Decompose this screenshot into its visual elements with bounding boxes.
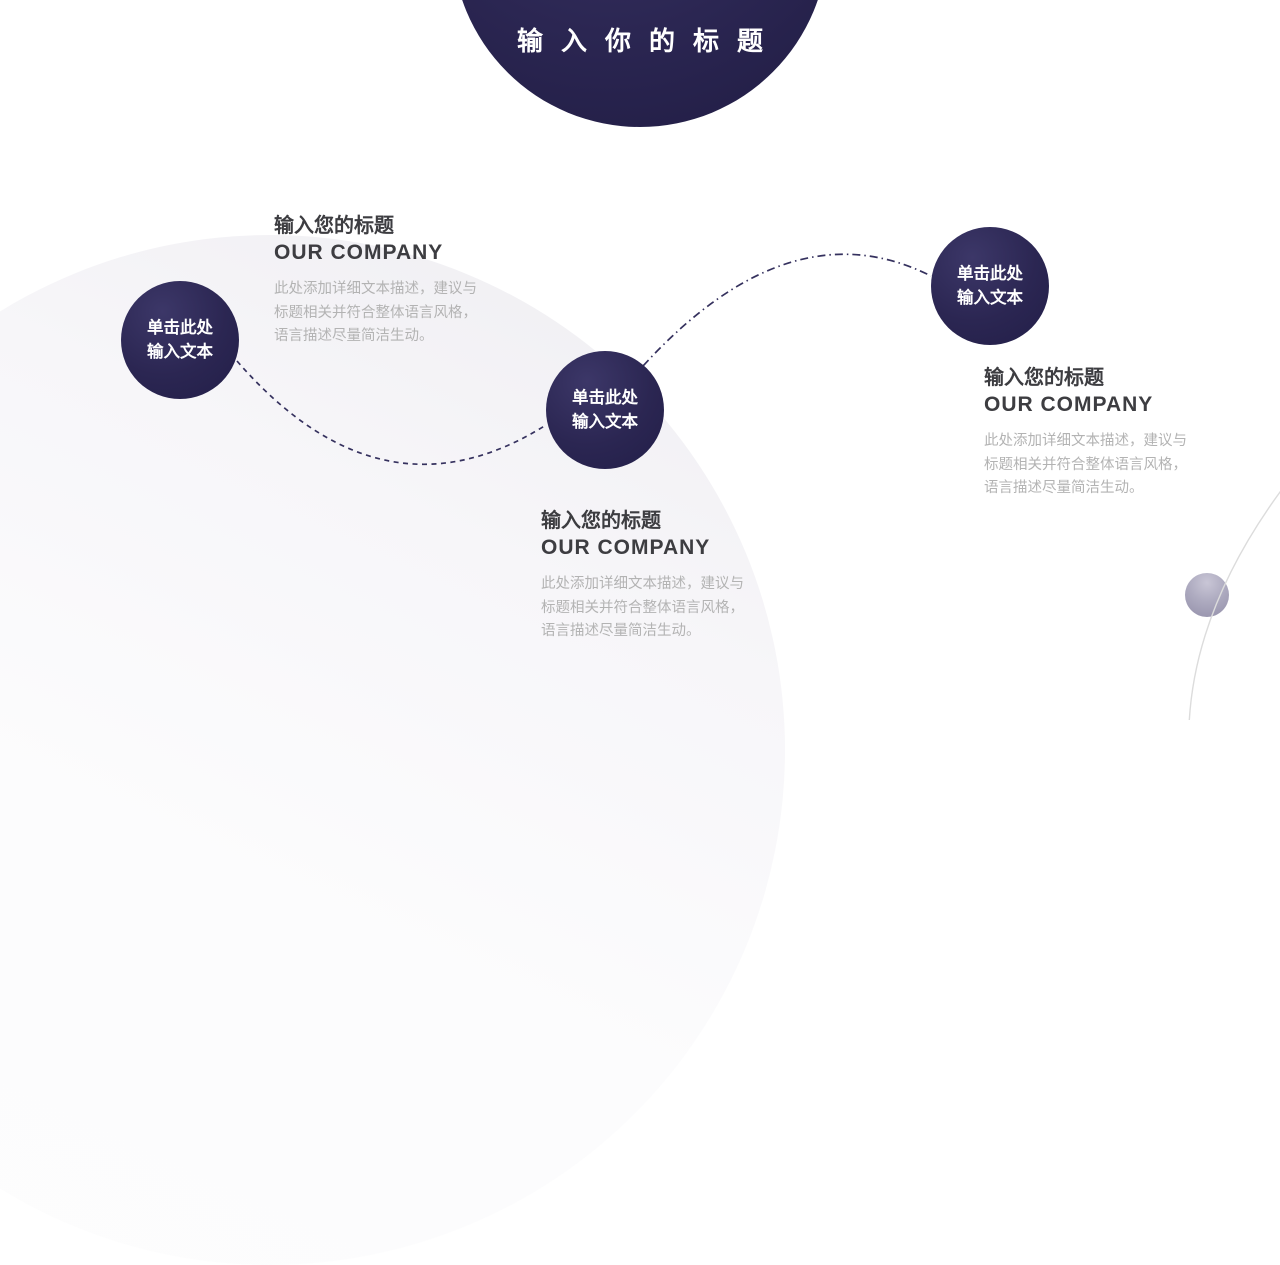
text-section-3[interactable]: 输入您的标题 OUR COMPANY 此处添加详细文本描述，建议与 标题相关并符… [984,365,1234,501]
slide-title[interactable]: 输入你的标题 [516,26,781,56]
section-1-heading-cn: 输入您的标题 [274,215,394,237]
section-2-body-line1: 此处添加详细文本描述，建议与 [541,576,744,592]
title-dome-shape [452,0,828,127]
section-1-body: 此处添加详细文本描述，建议与 标题相关并符合整体语言风格， 语言描述尽量简洁生动… [274,278,524,349]
node-2-label-line2: 输入文本 [572,413,638,431]
section-3-heading-en: OUR COMPANY [984,393,1154,416]
section-3-body-line1: 此处添加详细文本描述，建议与 [984,433,1187,449]
section-2-body-line2: 标题相关并符合整体语言风格， [541,599,744,616]
text-section-2[interactable]: 输入您的标题 OUR COMPANY 此处添加详细文本描述，建议与 标题相关并符… [541,508,791,644]
section-3-body-line2: 标题相关并符合整体语言风格， [984,456,1187,473]
decorative-sphere [1185,573,1229,617]
section-2-heading-cn: 输入您的标题 [541,510,661,532]
connector-dashed-node2-node3 [642,253,932,367]
section-1-heading-en: OUR COMPANY [274,241,444,264]
background-circle-shape [0,235,785,1265]
node-1-label-line1: 单击此处 [147,319,213,337]
section-2-body: 此处添加详细文本描述，建议与 标题相关并符合整体语言风格， 语言描述尽量简洁生动… [541,573,791,644]
node-2-label-line1: 单击此处 [572,389,638,407]
section-2-body-line3: 语言描述尽量简洁生动。 [541,623,701,639]
text-section-1[interactable]: 输入您的标题 OUR COMPANY 此处添加详细文本描述，建议与 标题相关并符… [274,213,524,349]
node-3-label-line1: 单击此处 [957,265,1023,283]
placeholder-node-2[interactable]: 单击此处 输入文本 [546,351,664,469]
section-1-body-line3: 语言描述尽量简洁生动。 [274,328,434,344]
section-1-body-line1: 此处添加详细文本描述，建议与 [274,281,477,297]
section-2-heading-en: OUR COMPANY [541,536,711,559]
node-1-label-line2: 输入文本 [147,343,213,361]
placeholder-node-1[interactable]: 单击此处 输入文本 [121,281,239,399]
section-1-body-line2: 标题相关并符合整体语言风格， [274,304,477,321]
section-3-body-line3: 语言描述尽量简洁生动。 [984,480,1144,496]
section-3-body: 此处添加详细文本描述，建议与 标题相关并符合整体语言风格， 语言描述尽量简洁生动… [984,430,1234,501]
node-3-label-line2: 输入文本 [957,289,1023,307]
placeholder-node-3[interactable]: 单击此处 输入文本 [931,227,1049,345]
section-3-heading-cn: 输入您的标题 [984,367,1104,389]
